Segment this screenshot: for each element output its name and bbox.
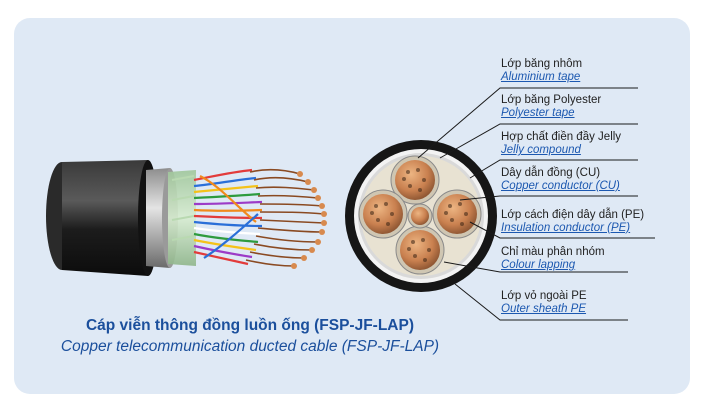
conductor-group-center bbox=[407, 203, 433, 229]
label-vn: Lớp cách điện dây dẫn (PE) bbox=[501, 209, 645, 221]
conductor-group-left bbox=[358, 189, 408, 239]
label-en: Outer sheath PE bbox=[501, 303, 587, 315]
label-insulation-conductor: Lớp cách điện dây dẫn (PE) Insulation co… bbox=[501, 209, 644, 235]
label-en: Copper conductor (CU) bbox=[501, 180, 620, 192]
insulated-wire-bundle bbox=[193, 168, 263, 266]
label-colour-lapping: Chỉ màu phân nhóm Colour lapping bbox=[501, 246, 605, 272]
label-en: Aluminium tape bbox=[501, 71, 581, 83]
polyester-tape-section bbox=[168, 170, 196, 266]
label-vn: Chỉ màu phân nhóm bbox=[501, 246, 605, 258]
label-vn: Lớp băng nhôm bbox=[501, 58, 583, 70]
cable-cross-section bbox=[345, 140, 497, 292]
copper-conductor-tips bbox=[291, 171, 327, 269]
label-vn: Hợp chất điền đầy Jelly bbox=[501, 131, 622, 143]
label-vn: Dây dẫn đồng (CU) bbox=[501, 167, 601, 179]
leader-aluminium-tape bbox=[417, 87, 638, 159]
caption-english: Copper telecommunication ducted cable (F… bbox=[60, 338, 440, 355]
label-outer-sheath: Lớp vỏ ngoài PE Outer sheath PE bbox=[501, 290, 587, 316]
label-vn: Lớp vỏ ngoài PE bbox=[501, 290, 587, 302]
label-copper-conductor: Dây dẫn đồng (CU) Copper conductor (CU) bbox=[501, 167, 620, 193]
label-vn: Lớp băng Polyester bbox=[501, 94, 602, 106]
caption-vietnamese: Cáp viễn thông đồng luồn ống (FSP-JF-LAP… bbox=[85, 317, 415, 334]
conductor-group-top bbox=[390, 155, 440, 205]
outer-sheath-section bbox=[46, 160, 158, 276]
conductor-group-right bbox=[432, 189, 482, 239]
label-en: Jelly compound bbox=[501, 144, 581, 156]
label-polyester-tape: Lớp băng Polyester Polyester tape bbox=[501, 94, 601, 120]
conductor-group-bottom bbox=[395, 225, 445, 275]
label-en: Polyester tape bbox=[501, 107, 575, 119]
label-en: Insulation conductor (PE) bbox=[501, 222, 631, 234]
label-en: Colour lapping bbox=[501, 259, 576, 271]
leader-lines bbox=[417, 87, 655, 321]
label-jelly-compound: Hợp chất điền đầy Jelly Jelly compound bbox=[501, 131, 621, 157]
label-aluminium-tape: Lớp băng nhôm Aluminium tape bbox=[501, 58, 582, 84]
copper-conductor-ends bbox=[245, 169, 325, 267]
